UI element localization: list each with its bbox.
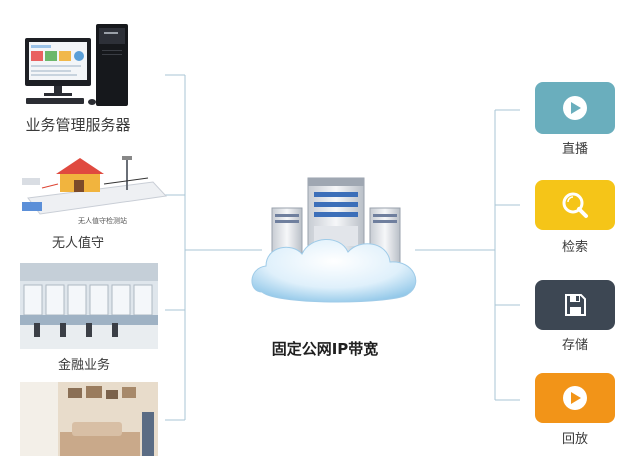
left-item-station-label: 无人值守 bbox=[51, 236, 104, 251]
play-icon bbox=[563, 386, 587, 410]
playback-button[interactable] bbox=[535, 373, 615, 423]
live-button[interactable] bbox=[535, 82, 615, 134]
left-item-bank-image bbox=[20, 263, 158, 349]
playback-label: 回放 bbox=[561, 432, 588, 447]
search-label: 检索 bbox=[561, 240, 588, 255]
left-item-server-label: 业务管理服务器 bbox=[25, 116, 131, 134]
storage-label: 存储 bbox=[561, 338, 588, 353]
left-item-home-image bbox=[20, 382, 158, 456]
play-icon bbox=[563, 96, 587, 120]
live-label: 直播 bbox=[561, 142, 588, 157]
save-icon bbox=[565, 294, 586, 316]
cloud-server-graphic bbox=[248, 172, 428, 322]
search-icon bbox=[562, 192, 588, 218]
left-item-station-image: 无人值守检测站 bbox=[18, 148, 168, 230]
search-button[interactable] bbox=[535, 180, 615, 230]
left-item-bank-label: 金融业务 bbox=[57, 358, 110, 373]
station-caption: 无人值守检测站 bbox=[78, 217, 127, 225]
center-label: 固定公网IP带宽 bbox=[271, 340, 379, 358]
storage-button[interactable] bbox=[535, 280, 615, 330]
left-item-server-image bbox=[22, 20, 132, 112]
